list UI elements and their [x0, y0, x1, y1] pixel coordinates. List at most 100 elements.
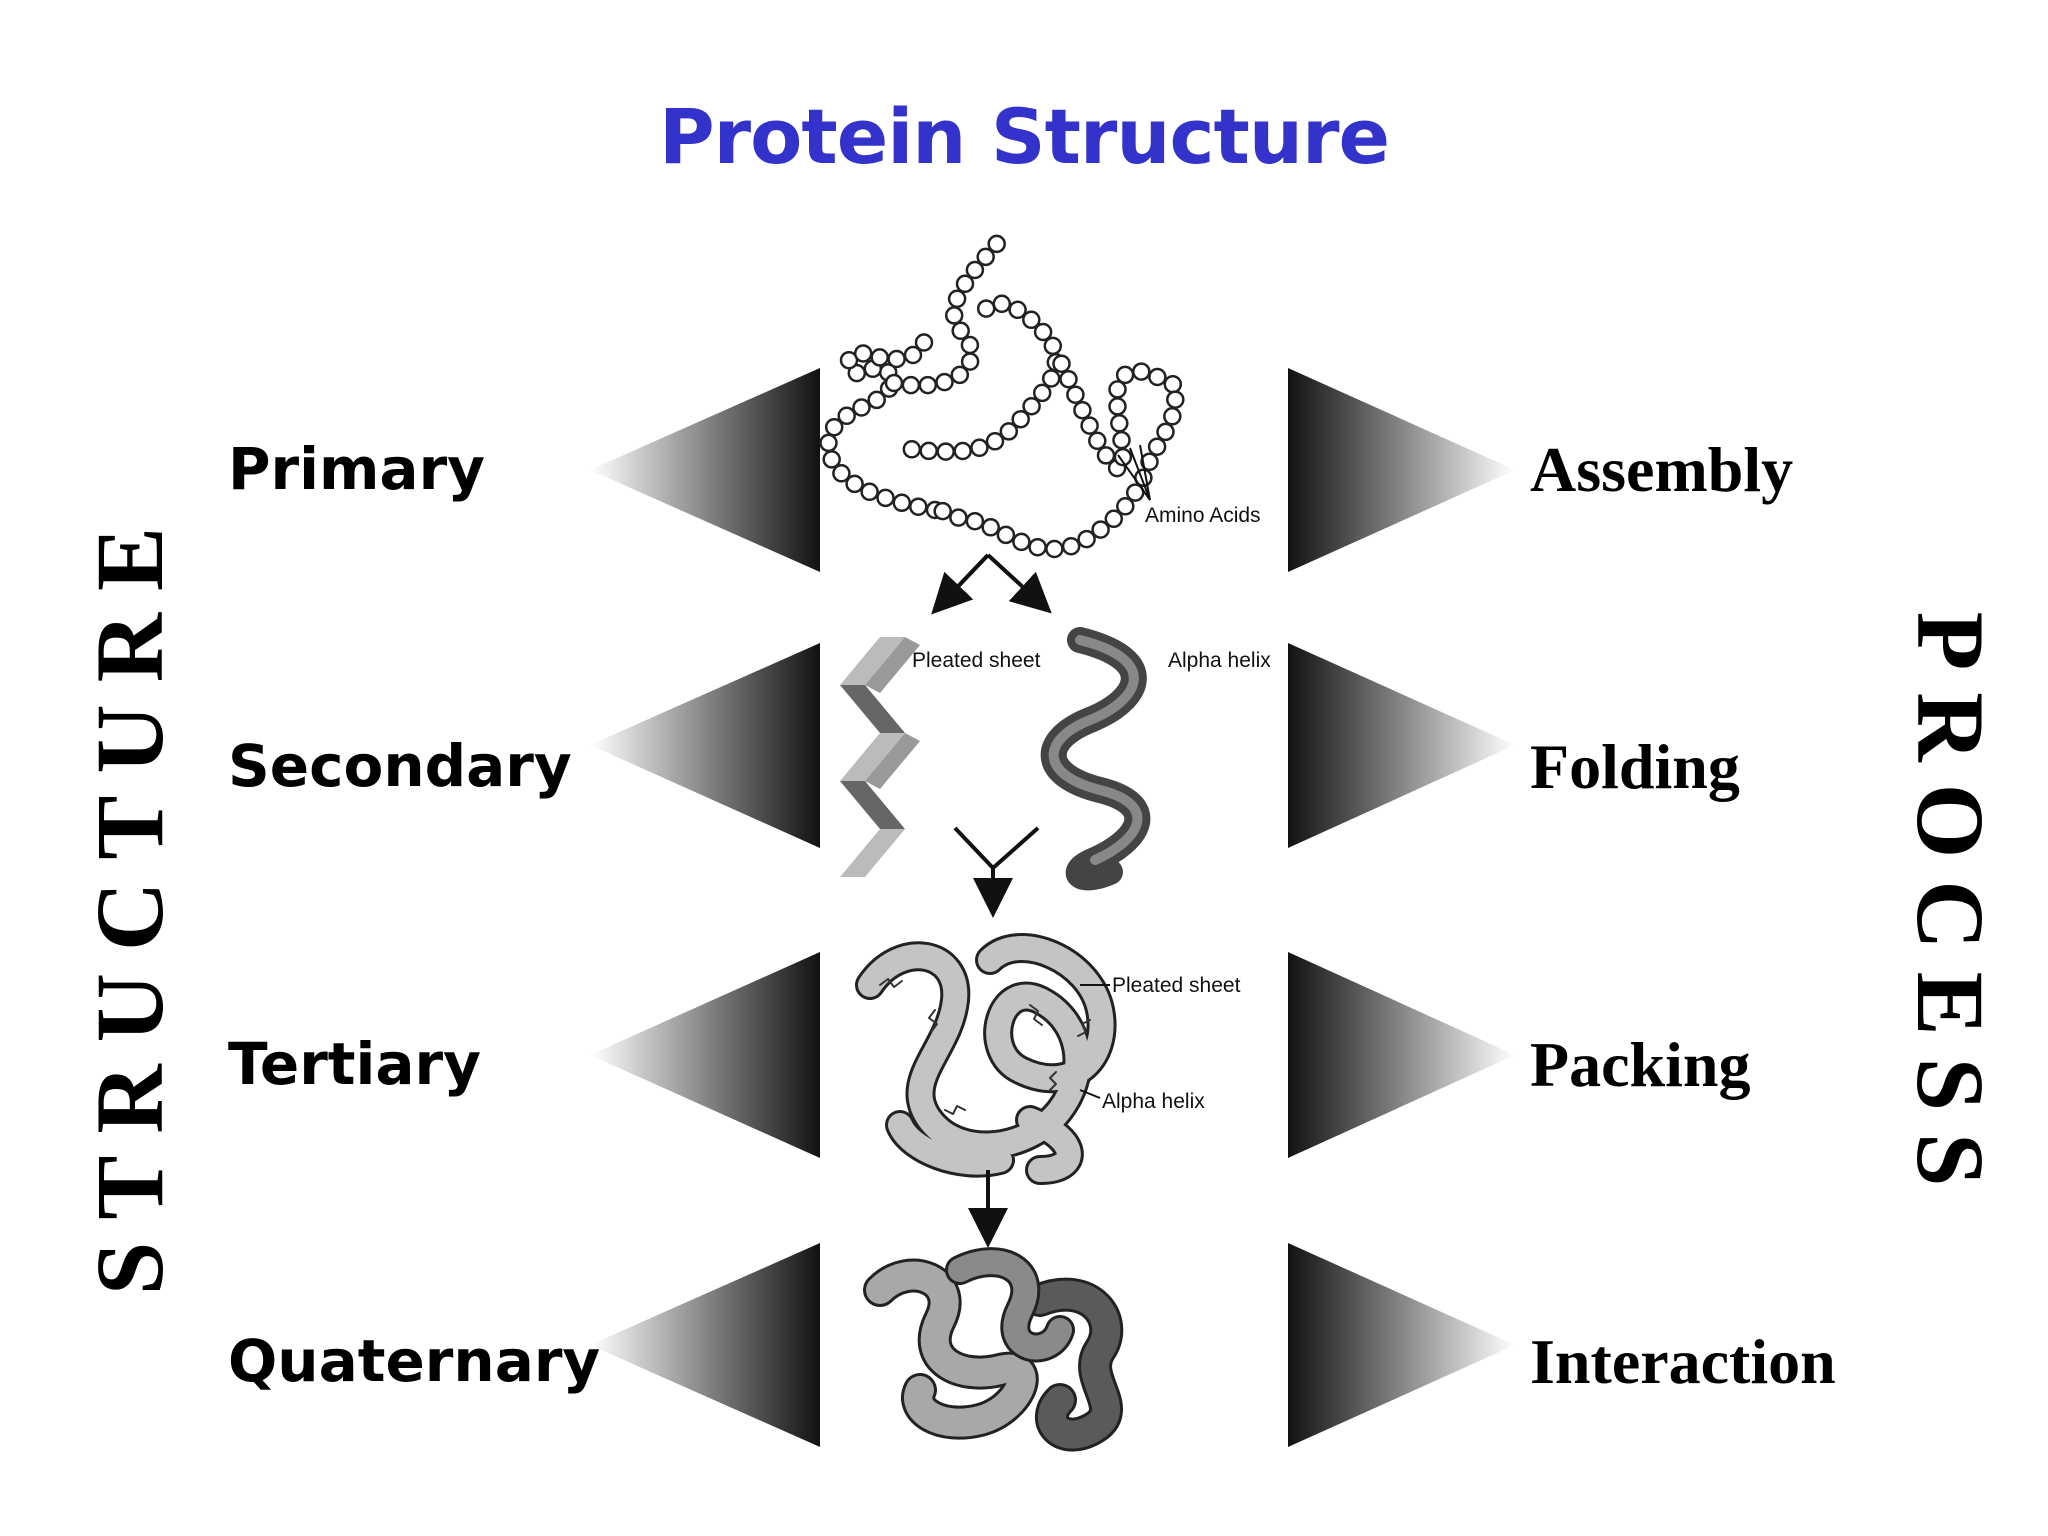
amino-acid-bead — [852, 398, 871, 417]
level-label-secondary: Secondary — [228, 732, 572, 800]
amino-acid-bead — [1110, 414, 1129, 433]
amino-acid-bead — [951, 321, 970, 341]
alpha-helix-annotation: Alpha helix — [1168, 649, 1271, 672]
amino-acid-bead — [853, 344, 873, 363]
amino-acid-bead — [1112, 430, 1131, 450]
amino-acid-bead — [955, 274, 975, 294]
amino-acid-bead — [1108, 397, 1127, 416]
amino-acid-bead — [1061, 536, 1081, 556]
amino-acid-bead — [1066, 385, 1085, 404]
amino-acid-bead — [976, 247, 995, 267]
process-label-folding: Folding — [1530, 731, 1740, 802]
amino-acid-bead — [1115, 365, 1135, 385]
amino-acid-bead — [933, 501, 952, 521]
amino-acid-bead — [909, 497, 928, 516]
amino-acid-bead — [892, 493, 912, 513]
amino-acid-bead — [1156, 422, 1175, 442]
amino-acid-bead — [1059, 369, 1078, 389]
amino-acid-bead — [822, 450, 841, 469]
amino-acid-bead — [1077, 529, 1096, 549]
amino-acid-bead — [1166, 390, 1185, 409]
merge-arrow — [953, 826, 1040, 895]
right-triangle-secondary — [1288, 643, 1515, 848]
pleated-sheet-drawing — [840, 637, 920, 877]
amino-acid-bead — [960, 335, 980, 355]
amino-acid-bead — [1032, 383, 1052, 403]
amino-acid-bead — [1125, 483, 1145, 502]
amino-acid-bead — [1041, 369, 1061, 388]
amino-acid-bead — [950, 365, 970, 385]
amino-acid-bead — [976, 299, 996, 318]
amino-acid-bead — [914, 333, 934, 352]
amino-acid-bead — [1011, 409, 1030, 429]
amino-acid-bead — [992, 294, 1012, 314]
amino-acid-bead — [1108, 380, 1127, 399]
amino-acid-bead — [1022, 310, 1041, 330]
amino-acid-bead — [949, 508, 968, 527]
amino-acid-bead — [901, 375, 921, 395]
amino-acid-bead — [919, 441, 938, 461]
amino-acid-beads — [819, 234, 1185, 559]
amino-acid-bead — [1045, 539, 1064, 559]
amino-acid-bead — [1148, 367, 1167, 387]
amino-acid-bead — [870, 348, 889, 367]
amino-acid-bead — [819, 433, 838, 453]
amino-acid-bead — [935, 372, 954, 392]
page-title: Protein Structure — [658, 92, 1390, 181]
right-triangle-quaternary — [1288, 1243, 1515, 1447]
amino-acid-bead — [845, 474, 864, 494]
level-label-tertiary: Tertiary — [228, 1030, 481, 1098]
amino-acid-bead — [1052, 354, 1071, 373]
process-label-assembly: Assembly — [1530, 434, 1794, 505]
tertiary-fold-drawing — [855, 933, 1117, 1185]
amino-acid-bead — [996, 525, 1016, 545]
amino-acid-bead — [1091, 520, 1110, 539]
quaternary-drawing — [863, 1247, 1124, 1452]
amino-acid-bead — [1008, 300, 1027, 320]
amino-acid-bead — [918, 375, 938, 395]
amino-acid-bead — [860, 482, 879, 502]
amino-acid-bead — [1073, 400, 1092, 420]
left-triangle-primary — [590, 368, 820, 572]
amino-acid-bead — [824, 417, 844, 437]
amino-acid-bead — [1132, 362, 1151, 381]
amino-acid-bead — [887, 349, 906, 369]
amino-acids-pointer — [1117, 454, 1151, 501]
amino-acid-bead — [903, 345, 923, 365]
left-triangle-tertiary — [590, 952, 820, 1158]
amino-acid-bead — [981, 518, 1000, 537]
amino-acid-bead — [936, 442, 955, 461]
amino-acid-bead — [1088, 431, 1107, 451]
amino-acid-bead — [1080, 416, 1099, 435]
amino-acid-bead — [1163, 407, 1182, 426]
amino-acid-bead — [987, 234, 1006, 254]
amino-acid-bead — [1140, 452, 1159, 472]
process-label-packing: Packing — [1530, 1029, 1751, 1100]
process-label-interaction: Interaction — [1530, 1326, 1836, 1397]
level-label-quaternary: Quaternary — [228, 1327, 601, 1395]
right-triangle-primary — [1288, 368, 1515, 572]
tertiary-alpha-helix-annotation: Alpha helix — [1102, 1090, 1205, 1113]
amino-acid-bead — [999, 422, 1019, 441]
amino-acid-bead — [867, 390, 886, 410]
amino-acid-bead — [1147, 437, 1167, 456]
amino-acid-bead — [1022, 396, 1041, 416]
amino-acid-bead — [1012, 532, 1031, 552]
amino-acid-bead — [1163, 374, 1183, 394]
amino-acid-bead — [965, 260, 985, 280]
amino-acid-bead — [970, 438, 989, 458]
amino-acid-bead — [985, 432, 1005, 451]
amino-acids-annotation: Amino Acids — [1145, 504, 1261, 527]
amino-acid-bead — [953, 441, 972, 461]
amino-acid-bead — [837, 406, 856, 426]
right-triangle-tertiary — [1288, 952, 1515, 1158]
amino-acid-bead — [832, 464, 851, 483]
left-triangle-secondary — [590, 643, 820, 848]
amino-acid-bead — [1104, 509, 1124, 529]
amino-acid-bead — [947, 289, 967, 309]
amino-acid-bead — [965, 511, 985, 531]
pleated-sheet-annotation: Pleated sheet — [912, 649, 1041, 672]
amino-acid-bead — [1033, 322, 1053, 342]
amino-acid-bead — [960, 352, 980, 371]
